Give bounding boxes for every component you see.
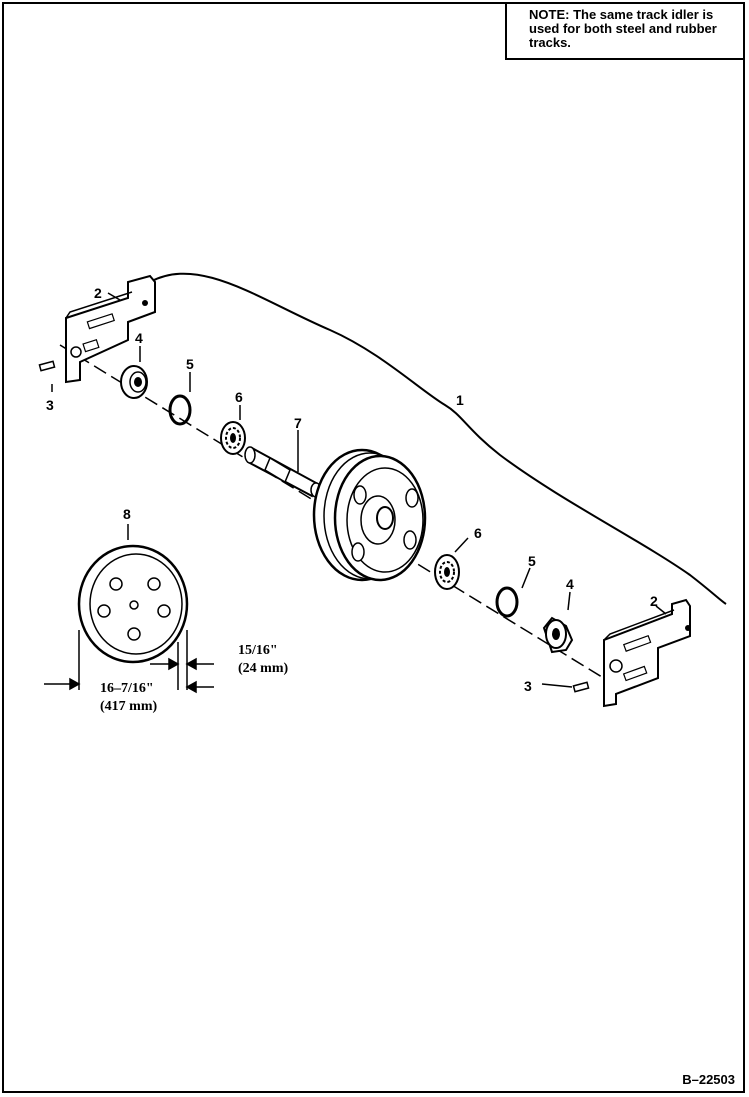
figure-number: B–22503 — [682, 1072, 735, 1087]
left-roll-pin — [38, 360, 56, 372]
note-label: NOTE: — [529, 7, 570, 22]
callout-7: 7 — [294, 415, 302, 431]
note-box: NOTE: The same track idler is used for b… — [505, 4, 745, 60]
right-snap-ring — [495, 586, 519, 618]
callout-6-left: 6 — [235, 389, 243, 405]
diameter-inches: 16–7/16" — [100, 681, 154, 696]
right-seal — [542, 616, 574, 654]
callout-2-right: 2 — [650, 593, 658, 609]
right-roll-pin — [572, 681, 590, 693]
assembly-bracket-line — [149, 272, 727, 605]
width-inches: 15/16" — [238, 643, 278, 658]
callout-1: 1 — [456, 392, 464, 408]
idler-shaft — [244, 446, 322, 498]
left-snap-ring — [168, 394, 192, 426]
left-seal — [120, 365, 148, 399]
callout-4-right: 4 — [566, 576, 574, 592]
callout-8: 8 — [123, 506, 131, 522]
dimension-lines — [44, 630, 214, 694]
right-mounting-block — [603, 598, 691, 708]
callout-leaders — [51, 292, 667, 688]
callout-3-right: 3 — [524, 678, 532, 694]
note-text: The same track idler is used for both st… — [529, 7, 717, 50]
callout-2-left: 2 — [94, 285, 102, 301]
callout-5-right: 5 — [528, 553, 536, 569]
callout-6-right: 6 — [474, 525, 482, 541]
left-mounting-block — [65, 274, 156, 384]
right-bearing — [434, 554, 460, 590]
idler-face-detail — [77, 544, 189, 664]
diameter-mm: (417 mm) — [100, 699, 157, 714]
callout-4-left: 4 — [135, 330, 143, 346]
callout-5-left: 5 — [186, 356, 194, 372]
left-bearing — [220, 421, 246, 455]
idler-wheel — [312, 448, 427, 582]
width-mm: (24 mm) — [238, 661, 288, 676]
callout-3-left: 3 — [46, 397, 54, 413]
